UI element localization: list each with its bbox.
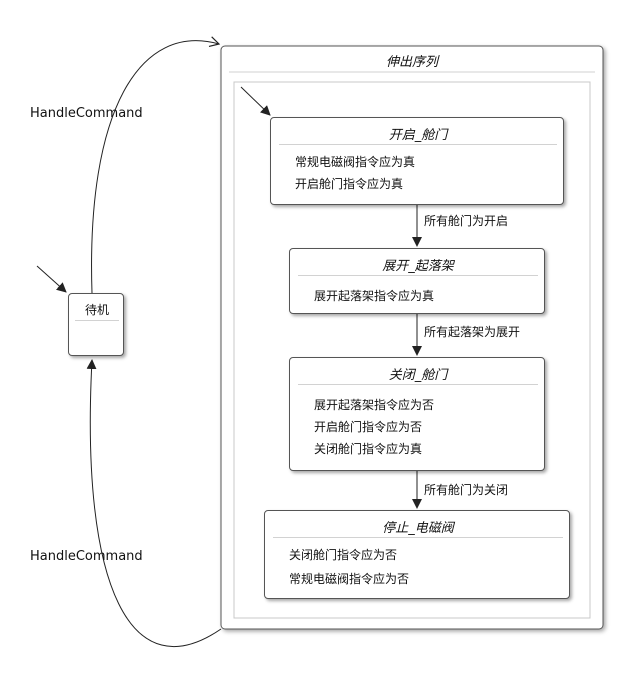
state-open-hatch-title: 开启_舱门 [388,128,448,143]
state-stop-valve-title: 停止_电磁阀 [382,521,454,536]
state-stop-valve-action-1: 关闭舱门指令应为否 [289,548,398,562]
transition-label-handlecommand-bottom: HandleCommand [30,549,143,564]
state-open-hatch-separator [279,144,557,145]
state-deploy-gear-action-1: 展开起落架指令应为真 [314,289,435,303]
state-close-hatch: 关闭_舱门 展开起落架指令应为否 开启舱门指令应为否 关闭舱门指令应为真 [289,357,545,471]
state-close-hatch-action-1: 展开起落架指令应为否 [314,398,435,412]
state-idle-separator [75,320,119,321]
state-close-hatch-action-2: 开启舱门指令应为否 [314,420,423,434]
transition-label-all-gear-deployed: 所有起落架为展开 [424,325,521,339]
state-open-hatch-action-2: 开启舱门指令应为真 [295,177,404,191]
state-close-hatch-separator [298,384,538,385]
state-deploy-gear-title: 展开_起落架 [382,259,454,274]
state-stop-valve-action-2: 常规电磁阀指令应为否 [289,572,410,586]
state-close-hatch-title: 关闭_舱门 [388,368,448,383]
sequence-inner-region [233,81,591,619]
state-close-hatch-action-3: 关闭舱门指令应为真 [314,442,423,456]
transition-label-all-hatches-open: 所有舱门为开启 [424,214,509,228]
transition-label-all-hatches-closed: 所有舱门为关闭 [424,483,509,497]
transition-label-handlecommand-top: HandleCommand [30,106,143,121]
transition-idle-to-sequence [91,36,221,294]
inner-initial-pointer [240,86,271,116]
transition-sequence-to-idle [86,359,222,647]
state-open-hatch: 开启_舱门 常规电磁阀指令应为真 开启舱门指令应为真 [270,117,564,205]
state-deploy-gear: 展开_起落架 展开起落架指令应为真 [289,248,545,314]
idle-initial-pointer [36,265,67,293]
state-idle-title: 待机 [84,303,109,317]
state-deploy-gear-separator [298,275,538,276]
state-open-hatch-action-1: 常规电磁阀指令应为真 [295,155,416,169]
sequence-title: 伸出序列 [385,55,438,70]
state-stop-valve: 停止_电磁阀 关闭舱门指令应为否 常规电磁阀指令应为否 [264,510,570,599]
state-idle: 待机 [68,293,124,356]
state-stop-valve-separator [273,537,563,538]
